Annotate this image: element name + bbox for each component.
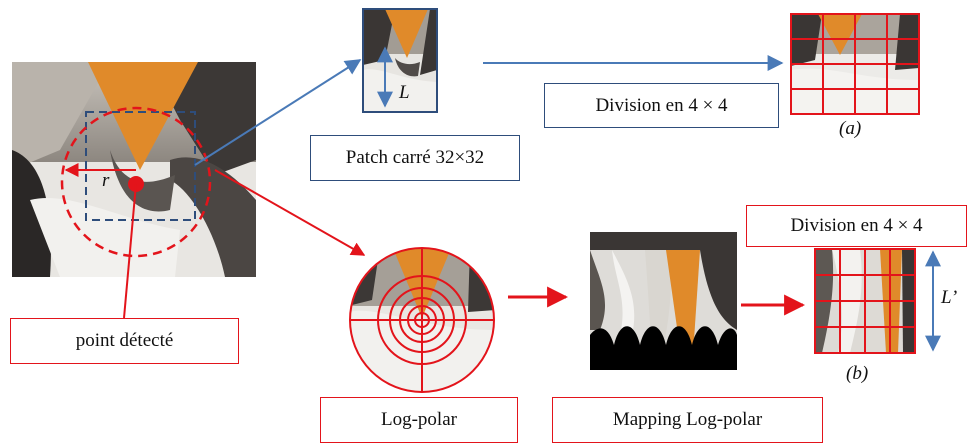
mapping-log-polar-box: Mapping Log-polar bbox=[552, 397, 823, 443]
arrow-to-log-polar bbox=[214, 169, 366, 256]
patch-dashed-circle bbox=[60, 106, 212, 258]
caption-a: (a) bbox=[839, 118, 862, 139]
patch-box: Patch carré 32×32 bbox=[310, 135, 520, 181]
detected-point-box: point détecté bbox=[10, 318, 239, 364]
mapping-log-polar-image bbox=[590, 232, 737, 370]
radius-symbol: r bbox=[102, 170, 110, 191]
grid-b-size-symbol: L’ bbox=[941, 287, 958, 308]
grid-b-lines bbox=[814, 248, 916, 354]
square-patch-frame bbox=[362, 8, 438, 113]
source-image bbox=[12, 62, 256, 277]
grid-a-lines bbox=[790, 13, 920, 115]
log-polar-box: Log-polar bbox=[320, 397, 518, 443]
detected-point-leader bbox=[123, 183, 137, 319]
square-patch-image bbox=[363, 9, 437, 112]
log-polar-grid bbox=[349, 247, 495, 393]
division-bottom-box: Division en 4 × 4 bbox=[746, 205, 967, 247]
division-top-box: Division en 4 × 4 bbox=[544, 83, 779, 128]
patch-size-symbol: L bbox=[399, 82, 410, 103]
patch-dashed-square bbox=[85, 111, 196, 221]
caption-b: (b) bbox=[846, 363, 869, 384]
arrow-to-square-patch bbox=[194, 59, 362, 166]
